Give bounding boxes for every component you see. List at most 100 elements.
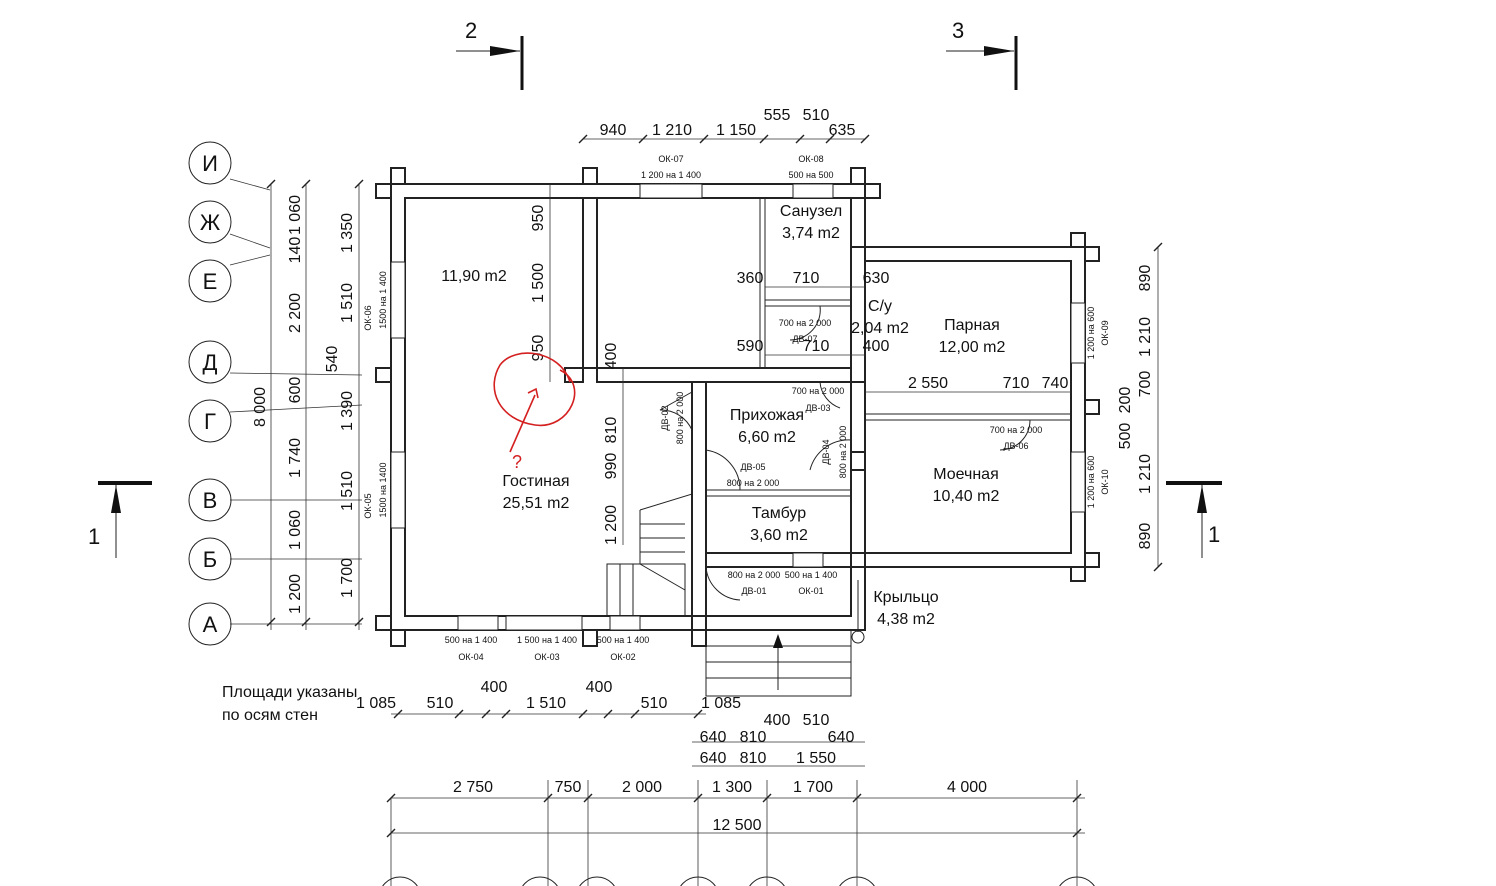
door-swings	[659, 305, 1031, 601]
axis-label-e: Е	[203, 269, 218, 294]
dim-inner-2: 1 510	[339, 283, 356, 323]
wall-stub	[1070, 232, 1086, 248]
wall-stub	[1070, 566, 1086, 582]
inner-wall	[582, 197, 598, 369]
room-area-krylco: 4,38 m2	[877, 611, 935, 628]
dim-stair-2: 810	[603, 417, 620, 444]
window-size-ok07: 1 200 на 1 400	[641, 170, 701, 180]
bath-partition	[764, 299, 852, 307]
section-arrow-icon	[1197, 485, 1207, 513]
axis-label-zh: Ж	[200, 210, 221, 235]
section-arrow-icon	[111, 485, 121, 513]
window-code-ok07: ОК-07	[658, 154, 683, 164]
dim-inner-1: 1 350	[339, 213, 356, 253]
dim-bottom4-1: 640	[700, 750, 727, 767]
room-name-krylco: Крыльцо	[873, 589, 938, 606]
door-size-dv07: 700 на 2 000	[779, 318, 832, 328]
section-label-3: 3	[952, 18, 964, 43]
window-size-ok06: 1500 на 1 400	[378, 271, 388, 329]
dim-inner-5: 1 700	[339, 558, 356, 598]
room-name-parnaya: Парная	[944, 317, 1000, 334]
bath-partition	[759, 197, 766, 369]
dim-bottom2-2: 510	[803, 712, 830, 729]
dim-bottom3-3: 640	[828, 729, 855, 746]
dim-axis-2: 750	[555, 779, 582, 796]
red-annotation: ?	[493, 352, 576, 472]
dim-top-1: 940	[600, 122, 627, 139]
dim-top-6: 635	[829, 122, 856, 139]
window-size-ok08: 500 на 500	[788, 170, 833, 180]
dim-right-4: 200	[1117, 387, 1134, 414]
window-size-ok10: 1 200 на 600	[1086, 456, 1096, 509]
room-area-sanuzel: 3,74 m2	[782, 225, 840, 242]
room-name-tambur: Тамбур	[752, 505, 806, 522]
window-size-ok04: 500 на 1 400	[445, 635, 498, 645]
note-line-1: Площади указаны	[222, 684, 357, 701]
dim-parnaya-1: 2 550	[908, 375, 948, 392]
window-code-ok08: ОК-08	[798, 154, 823, 164]
dim-living-3: 950	[530, 335, 547, 362]
dim-top-4: 555	[764, 107, 791, 124]
dim-axis-4: 1 300	[712, 779, 752, 796]
wall-stub	[1084, 246, 1100, 262]
column-axis-markers	[382, 876, 1095, 886]
dim-bath-6: 400	[863, 338, 890, 355]
door-code-dv04: ДВ-04	[821, 439, 831, 464]
dim-bath-1: 360	[737, 270, 764, 287]
dim-parnaya-3: 740	[1042, 375, 1069, 392]
windows	[390, 183, 1086, 631]
window-size-ok09: 1 200 на 600	[1086, 307, 1096, 360]
room-name-prihozhaya: Прихожая	[730, 407, 804, 424]
room-name-gostinaya: Гостиная	[502, 473, 569, 490]
dim-bottom1-1: 1 085	[356, 695, 396, 712]
dim-right-3: 700	[1137, 371, 1154, 398]
door-code-dv05: ДВ-05	[740, 462, 765, 472]
door-code-dv03: ДВ-03	[805, 403, 830, 413]
axis-label-d: Д	[203, 350, 218, 375]
dim-bottom1-3: 400	[481, 679, 508, 696]
door-code-dv02: ДВ-02	[660, 405, 670, 430]
window-size-ok03: 1 500 на 1 400	[517, 635, 577, 645]
door-code-dv07: ДВ-07	[792, 334, 817, 344]
door-size-dv05: 800 на 2 000	[727, 478, 780, 488]
post-icon	[851, 630, 865, 644]
section-label-1-right: 1	[1208, 522, 1220, 547]
tambur-partition	[705, 489, 852, 497]
room-area-su: 2,04 m2	[851, 320, 909, 337]
wall-stub	[375, 367, 392, 383]
section-label-2: 2	[465, 18, 477, 43]
dim-top-2: 1 210	[652, 122, 692, 139]
room-name-sanuzel: Санузел	[780, 203, 842, 220]
axis-label-a: А	[203, 612, 218, 637]
axis-label-b: Б	[203, 547, 217, 572]
inner-wall	[705, 552, 852, 568]
dim-living-1: 950	[530, 205, 547, 232]
window-size-ok02: 500 на 1 400	[597, 635, 650, 645]
porch	[705, 580, 865, 697]
window-size-ok05: 1500 на 1400	[378, 462, 388, 517]
dim-bottom4-3: 1 550	[796, 750, 836, 767]
wall-stub	[375, 615, 392, 631]
room-name-moechnaya: Моечная	[933, 466, 999, 483]
dim-right-1: 890	[1137, 265, 1154, 292]
dim-bath-5: 710	[803, 338, 830, 355]
dim-right-5: 500	[1117, 423, 1134, 450]
porch-arrow-icon	[773, 634, 783, 648]
inner-wall	[850, 381, 866, 453]
window-code-ok01: ОК-01	[798, 586, 823, 596]
dim-left-6: 1 060	[287, 510, 304, 550]
dim-bath-3: 630	[863, 270, 890, 287]
note-line-2: по осям стен	[222, 707, 318, 724]
dim-bottom1-2: 510	[427, 695, 454, 712]
dim-left-5: 1 740	[287, 438, 304, 478]
wall-stub	[390, 167, 406, 185]
dim-bottom4-2: 810	[740, 750, 767, 767]
dim-left-4: 600	[287, 377, 304, 404]
dim-stair-3: 990	[603, 453, 620, 480]
red-question-mark: ?	[512, 452, 522, 472]
inner-wall	[596, 367, 852, 383]
window-code-ok03: ОК-03	[534, 652, 559, 662]
dim-axis-1: 2 750	[453, 779, 493, 796]
dim-living-2: 1 500	[530, 263, 547, 303]
dim-left-3: 2 200	[287, 293, 304, 333]
